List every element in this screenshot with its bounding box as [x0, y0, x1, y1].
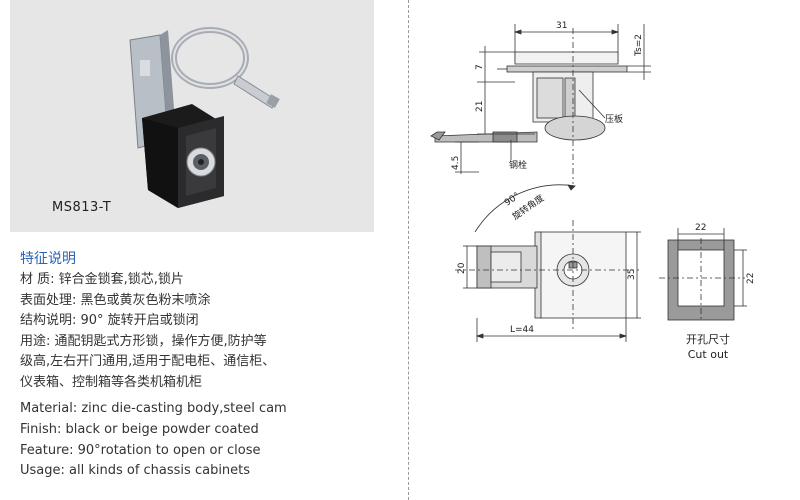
label-plate: 压板 [605, 113, 623, 125]
features-cn-list: 材 质: 锌合金锁套,锁芯,锁片 表面处理: 黑色或黄灰色粉末喷涂 结构说明: … [20, 270, 380, 393]
cutout-label: 开孔尺寸 Cut out [668, 332, 748, 362]
dim-height-35: 35 [627, 269, 637, 280]
feature-en-line: Usage: all kinds of chassis cabinets [20, 463, 251, 479]
side-view [430, 24, 651, 184]
feature-cn-line: 用途: 通配钥匙式方形锁，操作方便,防护等 [20, 333, 267, 349]
feature-en-line: Feature: 90°rotation to open or close [20, 442, 261, 458]
cutout-label-en: Cut out [687, 348, 729, 361]
feature-cn-line: 仪表箱、控制箱等各类机箱机柜 [20, 374, 203, 390]
feature-en-line: Material: zinc die-casting body,steel ca… [20, 401, 287, 416]
product-model: MS813-T [52, 200, 112, 215]
label-pin: 钢栓 [509, 159, 527, 171]
front-view [455, 184, 641, 342]
product-photo [129, 27, 280, 208]
feature-cn-line: 级高,左右开门通用,适用于配电柜、通信柜、 [20, 354, 276, 369]
product-photo-panel: MS813-T [10, 0, 374, 232]
divider [408, 0, 409, 500]
dim-width-31: 31 [556, 21, 567, 31]
cutout-width: 22 [695, 223, 706, 233]
cutout-label-cn: 开孔尺寸 [686, 333, 730, 346]
dim-height-4-5: 4.5 [451, 156, 461, 170]
dim-height-7: 7 [475, 64, 485, 70]
features-title: 特征说明 [20, 251, 76, 267]
feature-en-line: Finish: black or beige powder coated [20, 421, 259, 437]
dim-height-21: 21 [475, 101, 485, 112]
feature-cn-line: 表面处理: 黑色或黄灰色粉末喷涂 [20, 292, 211, 308]
technical-drawing: 31 Ts=2 7 21 4.5 压板 钢栓 90° 旋转角度 20 35 L=… [430, 21, 756, 342]
dim-height-20: 20 [457, 262, 467, 274]
feature-cn-line: 结构说明: 90° 旋转开启或锁闭 [20, 313, 199, 328]
dim-thickness: Ts=2 [634, 34, 644, 57]
cutout-height: 22 [746, 273, 756, 284]
key-icon [171, 27, 280, 109]
feature-cn-line: 材 质: 锌合金锁套,锁芯,锁片 [20, 272, 184, 287]
dim-length: L=44 [510, 325, 534, 335]
cutout-view [659, 228, 747, 322]
lock-body-icon [142, 104, 224, 208]
features-en-list: Material: zinc die-casting body,steel ca… [20, 399, 390, 482]
